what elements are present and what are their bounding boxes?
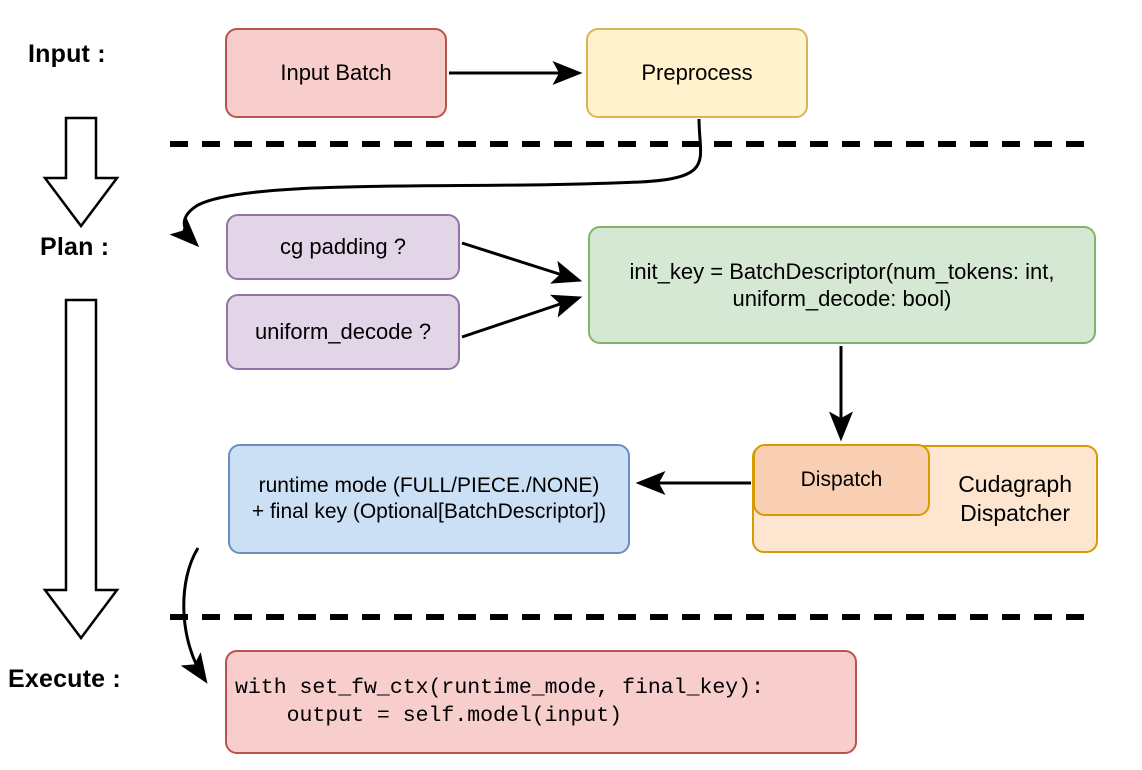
edge-uniform-decode-to-init-key — [461, 294, 583, 339]
node-init-key[interactable]: init_key = BatchDescriptor(num_tokens: i… — [588, 226, 1096, 344]
node-runtime-mode[interactable]: runtime mode (FULL/PIECE./NONE) + final … — [228, 444, 630, 554]
stage-label-input: Input : — [28, 40, 106, 68]
stage-label-plan: Plan : — [40, 233, 110, 261]
node-cudagraph-dispatcher-label: Cudagraph Dispatcher — [958, 471, 1072, 526]
node-input-batch[interactable]: Input Batch — [225, 28, 447, 118]
edge-cg-padding-to-init-key — [461, 241, 583, 284]
plan-to-execute-arrow — [42, 298, 120, 641]
stage-label-execute: Execute : — [8, 665, 121, 693]
node-cg-padding[interactable]: cg padding ? — [226, 214, 460, 280]
node-execute-code[interactable]: with set_fw_ctx(runtime_mode, final_key)… — [225, 650, 857, 754]
edge-runtime-mode-to-execute-code — [180, 547, 208, 684]
node-uniform-decode[interactable]: uniform_decode ? — [226, 294, 460, 370]
node-dispatch[interactable]: Dispatch — [753, 444, 930, 516]
node-preprocess[interactable]: Preprocess — [586, 28, 808, 118]
input-to-plan-arrow — [42, 116, 120, 229]
